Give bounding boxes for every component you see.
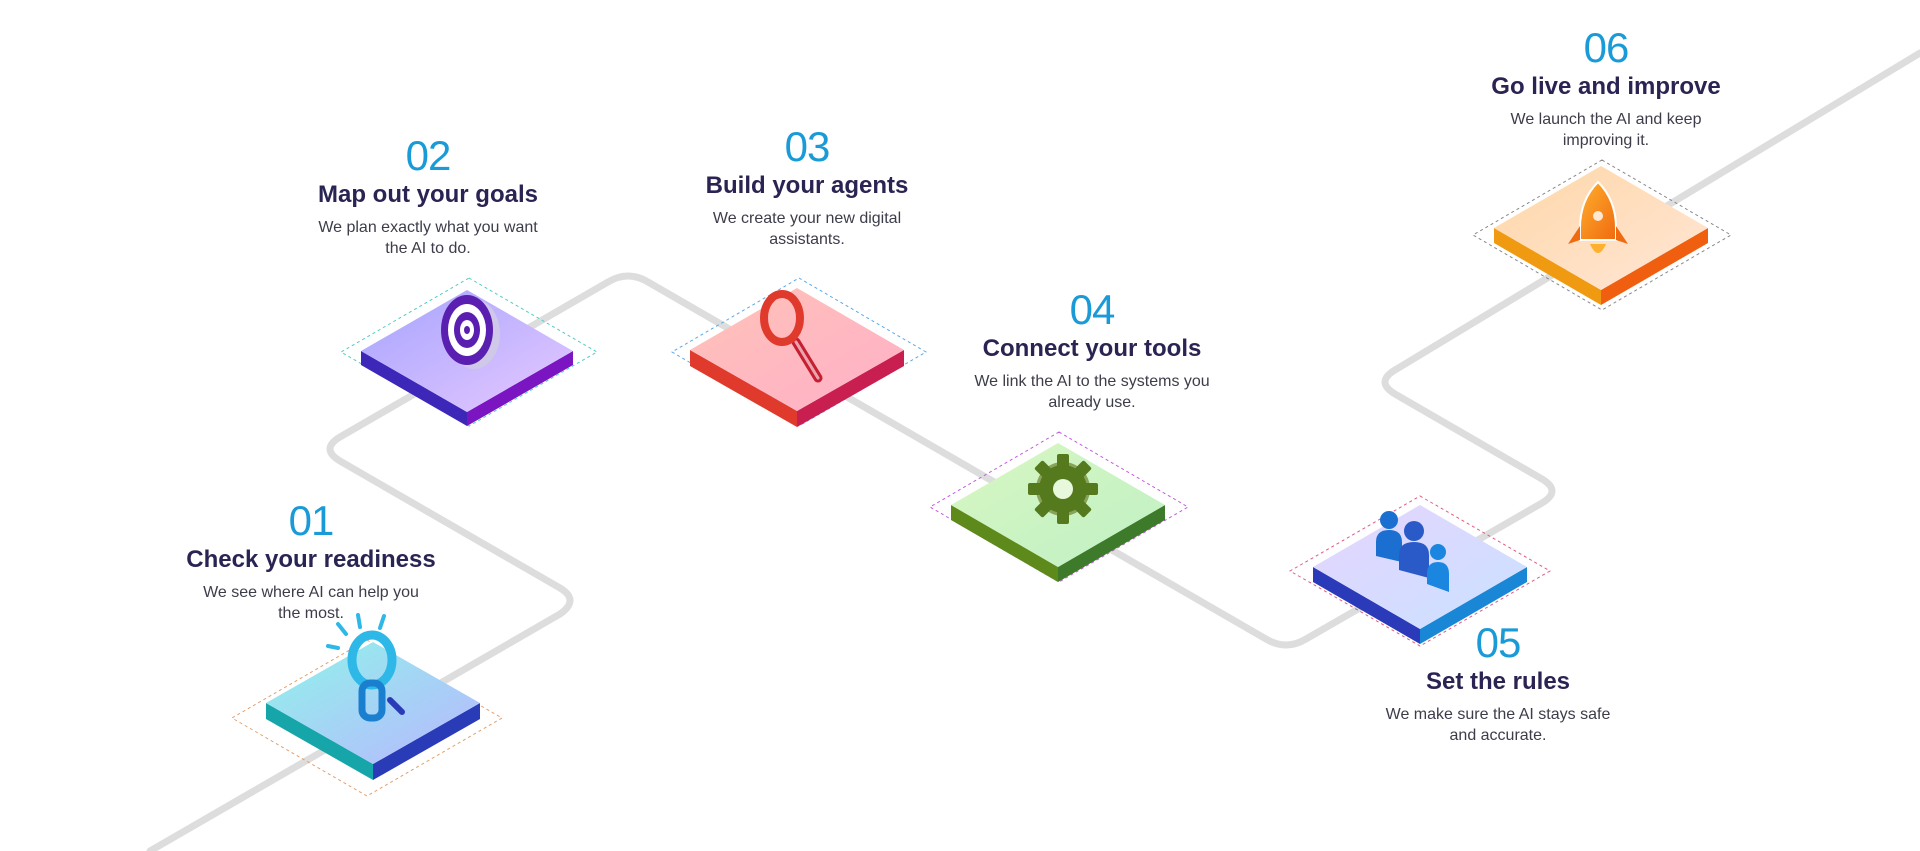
gear-icon: [1028, 454, 1098, 524]
step-description: We see where AI can help you the most.: [203, 583, 419, 623]
step-description: We launch the AI and keep improving it.: [1510, 110, 1702, 150]
rocket-icon: [1568, 180, 1628, 253]
step-number: 02: [405, 132, 452, 179]
step-title: Map out your goals: [317, 181, 538, 208]
step-number: 04: [1069, 286, 1116, 333]
team-icon: [1376, 511, 1449, 592]
step-description: We plan exactly what you want the AI to …: [318, 218, 538, 258]
step-number: 01: [288, 497, 335, 544]
step-5: 05 Set the rules We make sure the AI sta…: [1338, 622, 1658, 747]
roadmap-path: [146, 49, 1920, 851]
lightbulb-icon: [326, 613, 405, 722]
step-description: We create your new digital assistants.: [712, 209, 902, 249]
tile-step-1: [231, 613, 503, 797]
step-2: 02 Map out your goals We plan exactly wh…: [268, 135, 588, 260]
step-4: 04 Connect your tools We link the AI to …: [932, 289, 1252, 414]
tile-step-5: [1288, 495, 1552, 647]
step-title: Go live and improve: [1491, 73, 1721, 100]
step-number: 03: [784, 123, 831, 170]
step-1: 01 Check your readiness We see where AI …: [151, 500, 471, 625]
target-icon: [441, 295, 500, 369]
step-number: 05: [1475, 619, 1522, 666]
step-description: We link the AI to the systems you alread…: [974, 372, 1210, 412]
step-title: Build your agents: [705, 172, 909, 199]
magnifier-icon: [760, 290, 823, 383]
step-number: 06: [1583, 24, 1630, 71]
step-description: We make sure the AI stays safe and accur…: [1385, 705, 1611, 745]
tile-step-4: [929, 431, 1189, 583]
step-title: Set the rules: [1425, 668, 1571, 695]
step-title: Connect your tools: [982, 335, 1202, 362]
step-title: Check your readiness: [186, 546, 436, 573]
tile-step-3: [671, 277, 927, 427]
step-3: 03 Build your agents We create your new …: [647, 126, 967, 251]
tile-step-2: [340, 277, 598, 427]
step-6: 06 Go live and improve We launch the AI …: [1446, 27, 1766, 152]
tile-step-6: [1472, 159, 1732, 311]
